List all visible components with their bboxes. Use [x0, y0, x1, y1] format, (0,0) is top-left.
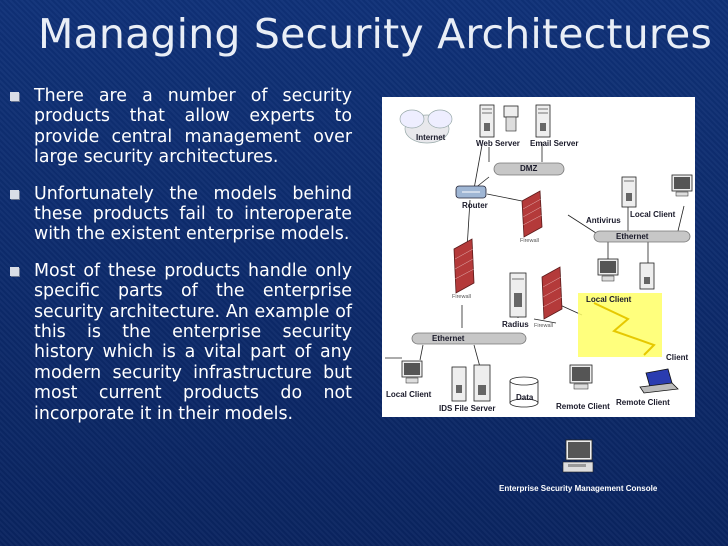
laptop-icon: [639, 368, 679, 394]
web-server-label: Web Server: [476, 139, 520, 148]
radius-server-icon: [509, 272, 527, 318]
console-computer-icon: [562, 439, 594, 473]
firewall-icon: [453, 238, 475, 294]
bullet-list: There are a number of security products …: [10, 86, 352, 440]
database-icon: [509, 376, 539, 408]
server-icon: [639, 262, 655, 290]
cloud-icon: [399, 109, 453, 144]
firewall-mid-label: Firewall: [534, 323, 553, 329]
bullet-square-icon: [10, 189, 19, 199]
local-client-bottom-label: Local Client: [386, 390, 432, 399]
remote-client-1-label: Remote Client: [556, 402, 610, 411]
bullet-item: There are a number of security products …: [10, 86, 352, 168]
firewall-icon: [521, 190, 543, 238]
radius-label: Radius: [502, 320, 529, 329]
email-server-label: Email Server: [530, 139, 579, 148]
bullet-square-icon: [10, 266, 19, 276]
bullet-item: Most of these products handle only speci…: [10, 261, 352, 424]
local-client-top-label: Local Client: [630, 210, 676, 219]
dmz-segment: [493, 162, 565, 176]
remote-client-2-label: Remote Client: [616, 398, 670, 407]
bullet-text: Most of these products handle only speci…: [34, 260, 352, 424]
dmz-label: DMZ: [520, 164, 538, 173]
bullet-item: Unfortunately the models behind these pr…: [10, 184, 352, 245]
monitor-icon: [503, 105, 519, 132]
diagram-drawing: [385, 104, 693, 408]
ethernet-right-label: Ethernet: [616, 232, 649, 241]
vpn-zone: [578, 293, 662, 357]
console-label: Enterprise Security Management Console: [499, 484, 658, 493]
antivirus-label: Antivirus: [586, 216, 621, 225]
firewall-icon: [541, 266, 563, 320]
web-server-icon: [479, 104, 495, 138]
local-client-mid-label: Local Client: [586, 295, 632, 304]
ethernet-left-label: Ethernet: [432, 334, 465, 343]
router-icon: [455, 185, 487, 199]
computer-icon: [401, 360, 423, 384]
ids-server-icon: [451, 366, 467, 402]
firewall-top-label: Firewall: [520, 238, 539, 244]
router-label: Router: [462, 201, 488, 210]
email-server-icon: [535, 104, 551, 138]
data-label: Data: [516, 393, 534, 402]
bullet-text: There are a number of security products …: [34, 86, 352, 168]
ids-file-server-label: IDS File Server: [439, 404, 496, 413]
bullet-square-icon: [10, 92, 19, 101]
client-label: Client: [666, 353, 689, 362]
network-diagram: Internet Web Server Email Server DMZ Rou…: [382, 97, 695, 417]
slide-title: Managing Security Architectures: [38, 10, 713, 58]
computer-icon: [671, 174, 693, 197]
firewall-left-label: Firewall: [452, 294, 471, 300]
file-server-icon: [473, 364, 491, 402]
computer-icon: [569, 364, 593, 390]
computer-icon: [597, 258, 619, 282]
bullet-text: Unfortunately the models behind these pr…: [34, 183, 352, 245]
ethernet-right-segment: [593, 230, 691, 243]
antivirus-server-icon: [621, 176, 637, 208]
ethernet-left-segment: [411, 332, 527, 345]
internet-label: Internet: [416, 133, 446, 142]
